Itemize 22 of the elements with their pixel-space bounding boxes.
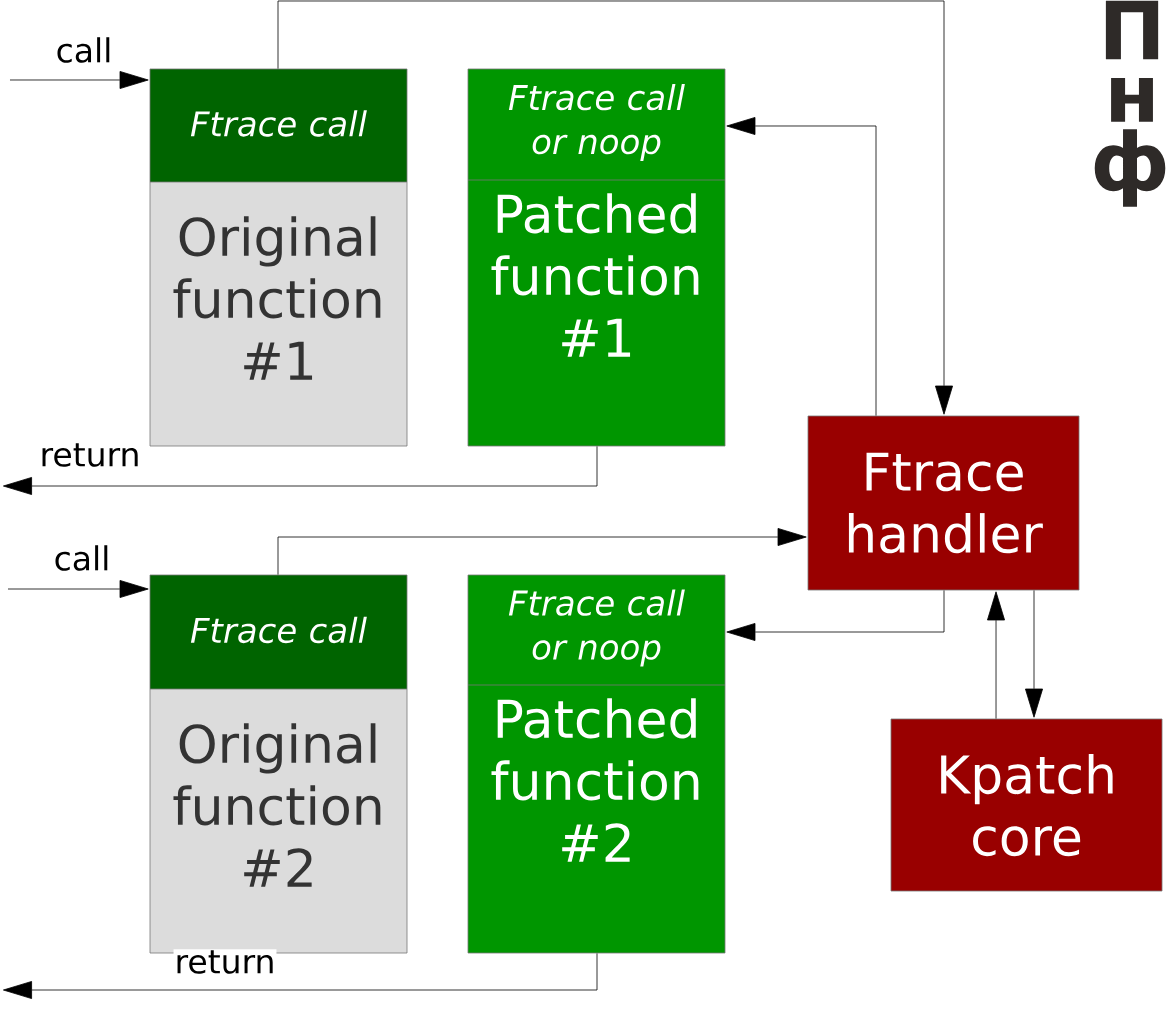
handler-box: Ftrace handler (807, 415, 1080, 591)
function-box: Ftrace call Original function #1 (149, 68, 408, 447)
arrow (7, 580, 149, 598)
title-fragment: н (1111, 78, 1153, 122)
function-box: Ftrace call or noop Patched function #2 (467, 574, 726, 954)
arrow (9, 71, 149, 89)
function-box: Ftrace call or noop Patched function #1 (467, 68, 726, 447)
arrow (1025, 590, 1043, 718)
arrow (726, 590, 945, 641)
title-fragment: ф (1094, 129, 1166, 207)
arrow (277, 528, 807, 575)
edge-label: call (54, 36, 114, 64)
edge-label: return (173, 949, 277, 975)
core-box: Kpatch core (890, 718, 1163, 892)
title-fragment: П (1105, 0, 1159, 60)
arrow (277, 0, 953, 415)
arrow (726, 117, 877, 416)
arrow (987, 591, 1005, 719)
edge-label: call (52, 544, 112, 572)
arrow (3, 953, 598, 999)
edge-label: return (38, 442, 142, 468)
arrow (3, 446, 598, 495)
